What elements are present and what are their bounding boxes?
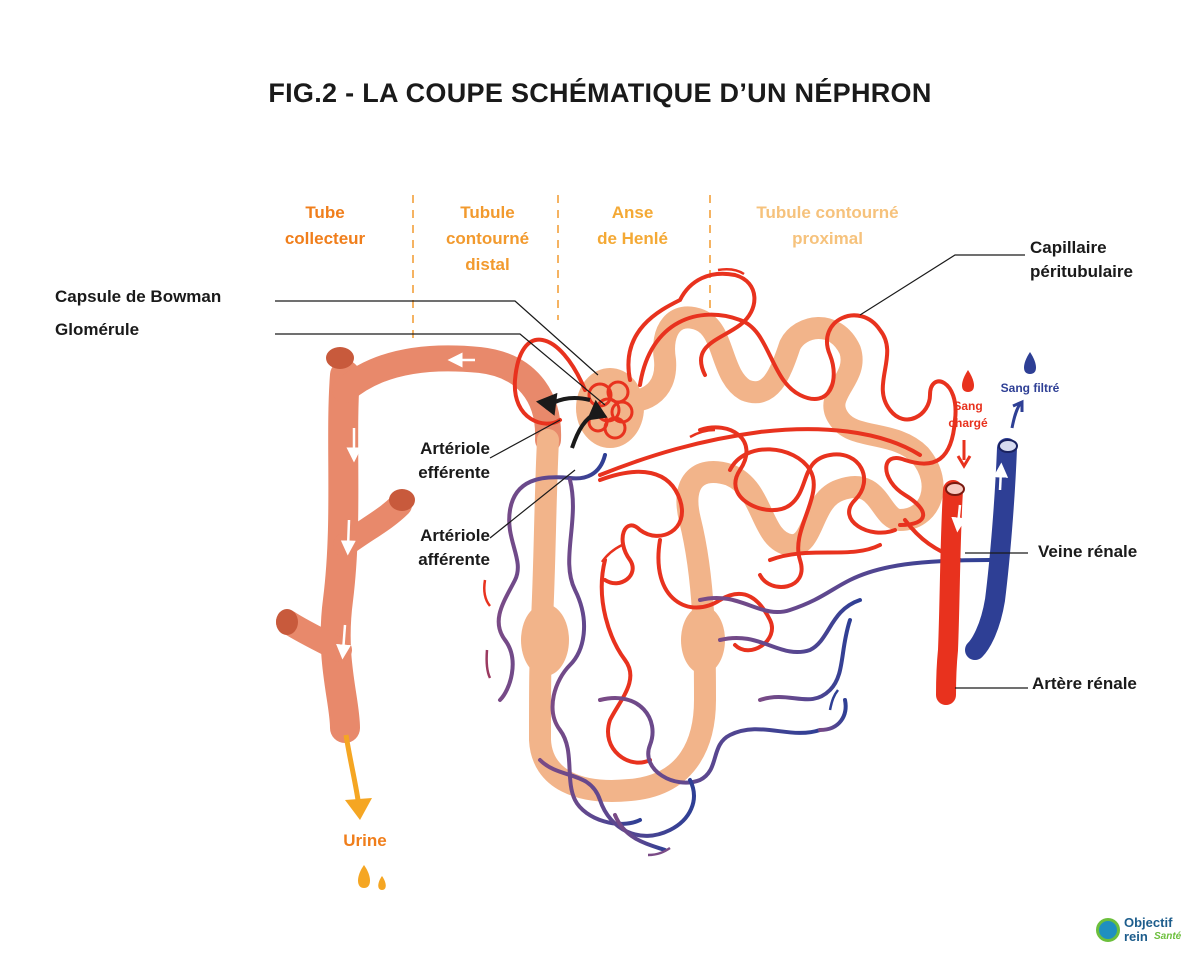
bowman-capsule-shape [576, 368, 644, 448]
logo-mark-icon [1096, 918, 1120, 942]
sang-charge-arrow [956, 440, 972, 469]
label-capillaire: Capillaire péritubulaire [1030, 238, 1133, 281]
logo-line2: rein [1124, 929, 1148, 944]
efferent-arrows [535, 392, 608, 449]
label-sang-charge: Sang chargé [948, 399, 988, 430]
label-arteriole-efferente: Artériole efférente [418, 439, 490, 482]
segment-dividers [412, 195, 711, 345]
renal-vessels [936, 438, 1018, 705]
blood-drop-red-icon [962, 370, 974, 392]
leader-lines [275, 254, 1028, 689]
label-capsule-bowman: Capsule de Bowman [55, 287, 222, 306]
label-sang-filtre: Sang filtré [1000, 381, 1060, 395]
sang-filtre-arrow [1010, 399, 1024, 429]
label-veine-renale: Veine rénale [1038, 542, 1138, 561]
segment-tubule-distal: Tubule contourné distal [445, 203, 530, 274]
label-artere-renale: Artère rénale [1032, 674, 1137, 693]
tubule-shape [521, 306, 944, 802]
label-arteriole-afferente: Artériole afférente [418, 526, 490, 569]
segment-tubule-proximal: Tubule contourné proximal [756, 203, 899, 248]
capillary-purple-blue [496, 453, 992, 852]
label-glomerule: Glomérule [55, 320, 140, 339]
urine-arrow [343, 734, 372, 820]
urine-drops-icon [358, 865, 386, 890]
objectif-rein-sante-logo: Objectif rein Santé [1096, 914, 1182, 948]
blood-drop-blue-icon [1024, 352, 1036, 374]
segment-tube-collecteur: Tube collecteur [284, 203, 366, 248]
capillary-red [512, 271, 962, 765]
label-urine: Urine [343, 831, 387, 850]
page-title: FIG.2 - LA COUPE SCHÉMATIQUE D’UN NÉPHRO… [268, 78, 932, 108]
segment-anse-henle: Anse de Henlé [597, 203, 668, 248]
logo-line1: Objectif [1124, 915, 1173, 930]
logo-line3: Santé [1154, 931, 1182, 942]
flow-arrows [482, 267, 839, 857]
